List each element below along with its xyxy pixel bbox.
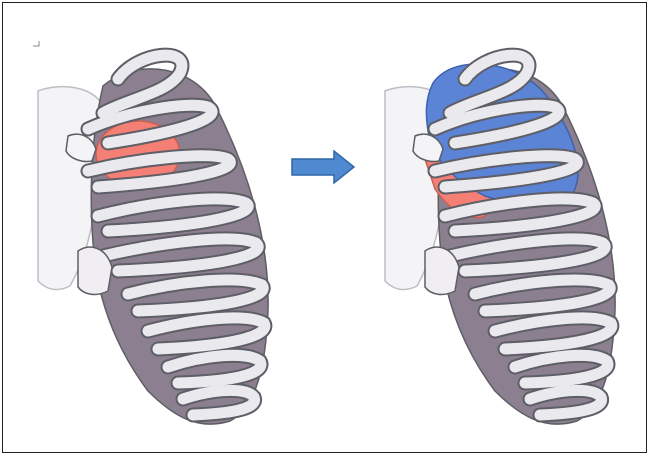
ribcage-before-illustration bbox=[8, 11, 308, 451]
right-arrow-icon bbox=[290, 149, 356, 185]
ribcage-after-illustration bbox=[355, 11, 651, 451]
ribcage-before-panel bbox=[8, 11, 308, 451]
rib-set bbox=[435, 55, 612, 415]
transition-arrow bbox=[290, 149, 356, 185]
ribcage-after-panel bbox=[355, 11, 651, 451]
figure-frame bbox=[2, 2, 647, 453]
rib-set bbox=[88, 55, 265, 415]
